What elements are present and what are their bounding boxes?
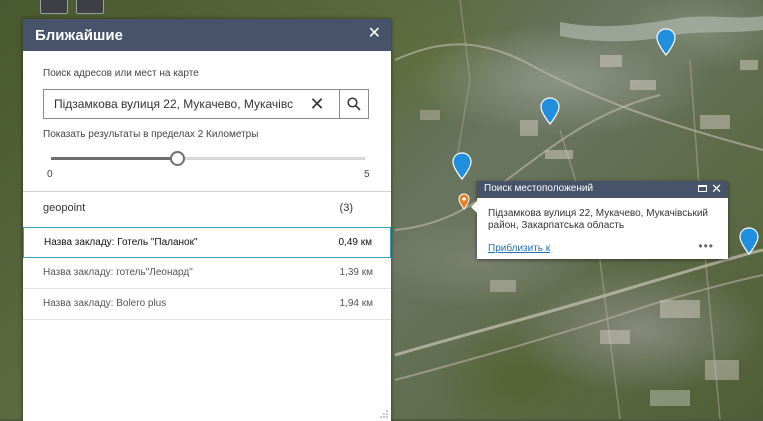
building <box>740 60 758 70</box>
road <box>394 43 763 151</box>
building <box>545 150 573 159</box>
building <box>630 80 656 90</box>
railway <box>394 248 763 357</box>
building <box>660 300 700 318</box>
result-distance: 1,39 км <box>339 267 374 278</box>
orange-location-pin[interactable] <box>458 193 470 210</box>
blue-map-pin[interactable] <box>656 28 676 56</box>
building <box>700 115 730 129</box>
distance-slider[interactable] <box>51 151 365 166</box>
clear-icon[interactable]: ✕ <box>309 93 325 114</box>
close-icon[interactable]: ✕ <box>711 181 722 196</box>
building <box>600 330 630 344</box>
building <box>705 360 739 380</box>
close-icon[interactable]: ✕ <box>367 25 381 42</box>
result-name: Назва закладу: Bolero plus <box>43 298 167 309</box>
more-options-icon[interactable]: ••• <box>698 239 714 253</box>
result-row[interactable]: Назва закладу: готель"Леонард" 1,39 км <box>23 258 391 289</box>
road <box>559 129 621 419</box>
panel-title: Ближайшие <box>35 27 123 44</box>
result-name: Назва закладу: Готель "Паланок" <box>44 237 198 248</box>
search-icon <box>347 97 361 111</box>
building <box>490 280 516 292</box>
blue-map-pin[interactable] <box>739 227 759 255</box>
map-tool-button[interactable] <box>40 0 68 14</box>
nearby-panel: Ближайшие ✕ Поиск адресов или мест на ка… <box>23 19 391 421</box>
result-row[interactable]: Назва закладу: Готель "Паланок" 0,49 км <box>23 227 391 258</box>
search-box: ✕ <box>43 89 369 119</box>
search-button[interactable] <box>339 90 368 118</box>
location-popup: Поиск местоположений ✕ Підзамкова вулиця… <box>471 181 728 259</box>
slider-fill <box>51 157 177 160</box>
result-row[interactable]: Назва закладу: Bolero plus 1,94 км <box>23 289 391 320</box>
popup-header: Поиск местоположений ✕ <box>477 181 728 198</box>
result-name: Назва закладу: готель"Леонард" <box>43 267 193 278</box>
building <box>520 120 538 136</box>
range-caption: Показать результаты в пределах 2 Километ… <box>43 129 259 140</box>
blue-map-pin[interactable] <box>452 152 472 180</box>
zoom-to-link[interactable]: Приблизить к <box>488 243 551 254</box>
building <box>650 390 690 406</box>
map-tool-button[interactable] <box>76 0 104 14</box>
search-caption: Поиск адресов или мест на карте <box>43 68 199 79</box>
result-group-header[interactable]: geopoint (3) <box>23 191 391 227</box>
road <box>454 0 471 171</box>
building <box>600 55 622 67</box>
slider-min-label: 0 <box>47 169 53 180</box>
blue-map-pin[interactable] <box>540 97 560 125</box>
popup-title: Поиск местоположений <box>484 183 594 194</box>
group-count: (3) <box>339 202 353 214</box>
slider-thumb[interactable] <box>169 151 185 166</box>
resize-grip-icon[interactable] <box>380 410 388 418</box>
maximize-icon[interactable] <box>698 185 707 192</box>
search-input[interactable] <box>54 97 304 111</box>
slider-max-label: 5 <box>364 169 370 180</box>
building <box>420 110 440 120</box>
result-distance: 0,49 км <box>338 237 373 248</box>
panel-header: Ближайшие ✕ <box>23 19 391 51</box>
river <box>560 16 763 42</box>
result-distance: 1,94 км <box>339 298 374 309</box>
popup-address: Підзамкова вулиця 22, Мукачево, Мукачівс… <box>488 208 708 231</box>
railway <box>394 274 763 381</box>
popup-pointer <box>471 201 477 213</box>
road <box>394 94 661 231</box>
group-label: geopoint <box>43 202 86 214</box>
